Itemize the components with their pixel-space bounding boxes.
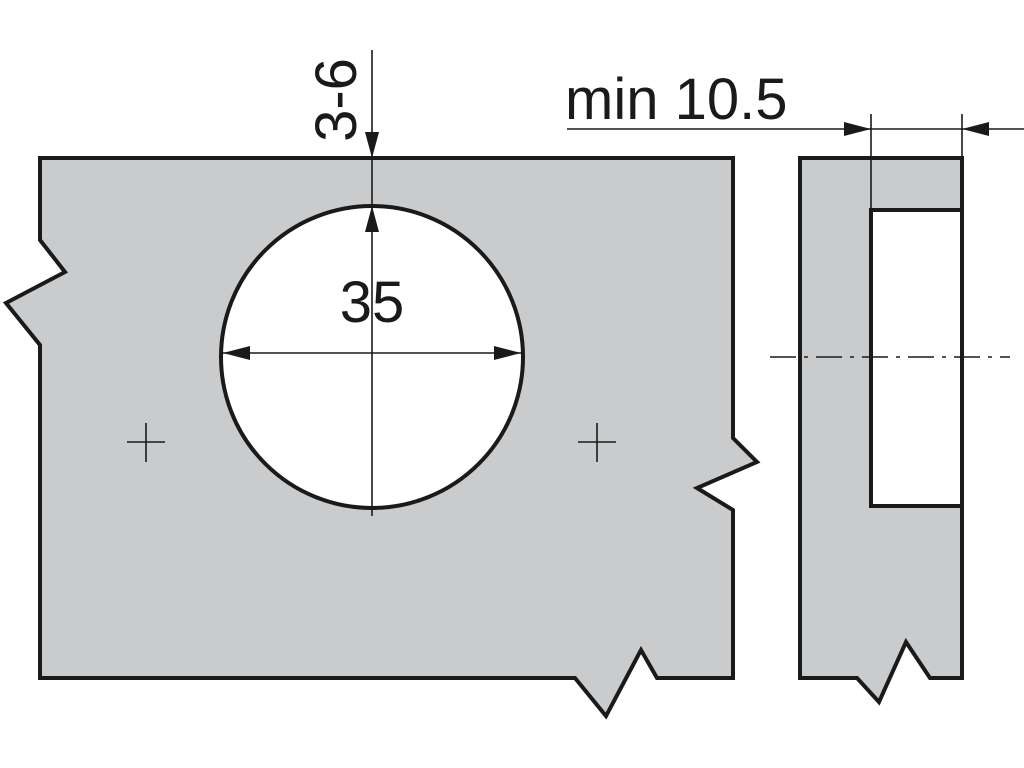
hole-diameter-label: 35: [340, 270, 405, 335]
diameter-arrow-right: [494, 346, 521, 360]
screw-mark-right: [578, 423, 616, 462]
edge-distance-label: 3-6: [304, 58, 369, 142]
cup-bore-section: [869, 208, 964, 508]
min-thickness-label: min 10.5: [565, 67, 787, 132]
edge-distance-arrow-down: [365, 132, 379, 158]
screw-mark-left: [127, 423, 165, 462]
edge-distance-arrow-up: [365, 206, 379, 232]
diameter-arrow-left: [223, 346, 250, 360]
min-thickness-arrow-right: [962, 122, 989, 136]
min-thickness-arrow-left: [844, 122, 871, 136]
